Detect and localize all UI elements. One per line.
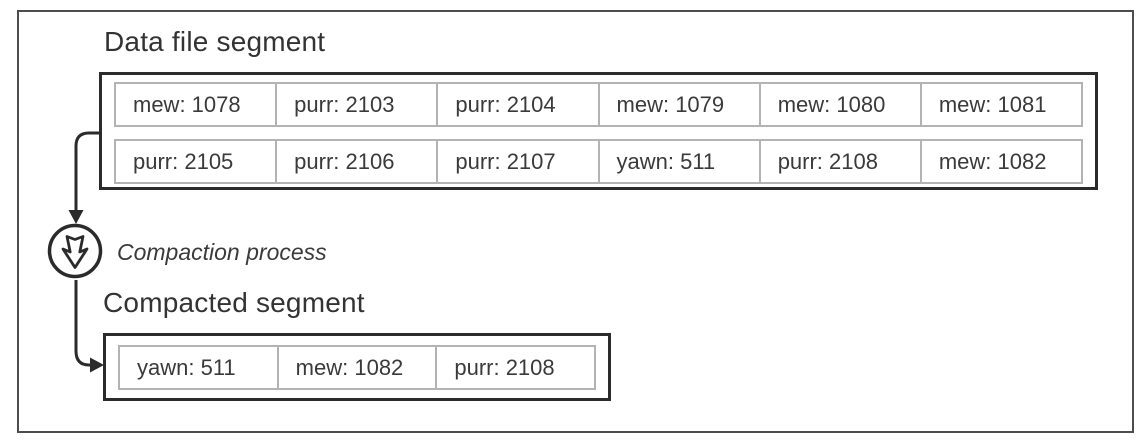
data-file-segment-title: Data file segment xyxy=(104,26,326,57)
record-cell: purr: 2107 xyxy=(438,141,600,182)
compacted-segment-box: yawn: 511 mew: 1082 purr: 2108 xyxy=(103,333,611,401)
compacted-segment-title: Compacted segment xyxy=(103,287,365,318)
record-cell: mew: 1078 xyxy=(116,84,278,125)
record-cell: purr: 2108 xyxy=(761,141,922,182)
compacted-row: yawn: 511 mew: 1082 purr: 2108 xyxy=(118,345,596,390)
record-cell: mew: 1082 xyxy=(279,347,438,388)
data-file-segment-box: mew: 1078 purr: 2103 purr: 2104 mew: 107… xyxy=(99,72,1098,190)
record-cell: mew: 1081 xyxy=(938,91,1047,117)
record-cell: purr: 2103 xyxy=(277,84,439,125)
record-cell: purr: 2104 xyxy=(438,84,600,125)
record-cell: mew: 1079 xyxy=(600,84,761,125)
segment-row-1: mew: 1078 purr: 2103 purr: 2104 mew: 107… xyxy=(114,82,1083,127)
compaction-process-label: Compaction process xyxy=(117,239,327,265)
record-cell: purr: 2108 xyxy=(454,354,555,380)
record-cell: yawn: 511 xyxy=(120,347,279,388)
record-cell: purr: 2105 xyxy=(116,141,278,182)
segment-row-2: purr: 2105 purr: 2106 purr: 2107 yawn: 5… xyxy=(114,139,1083,184)
record-cell: purr: 2106 xyxy=(277,141,439,182)
record-cell: mew: 1080 xyxy=(761,84,922,125)
record-cell: mew: 1082 xyxy=(938,148,1047,174)
record-cell: yawn: 511 xyxy=(600,141,761,182)
